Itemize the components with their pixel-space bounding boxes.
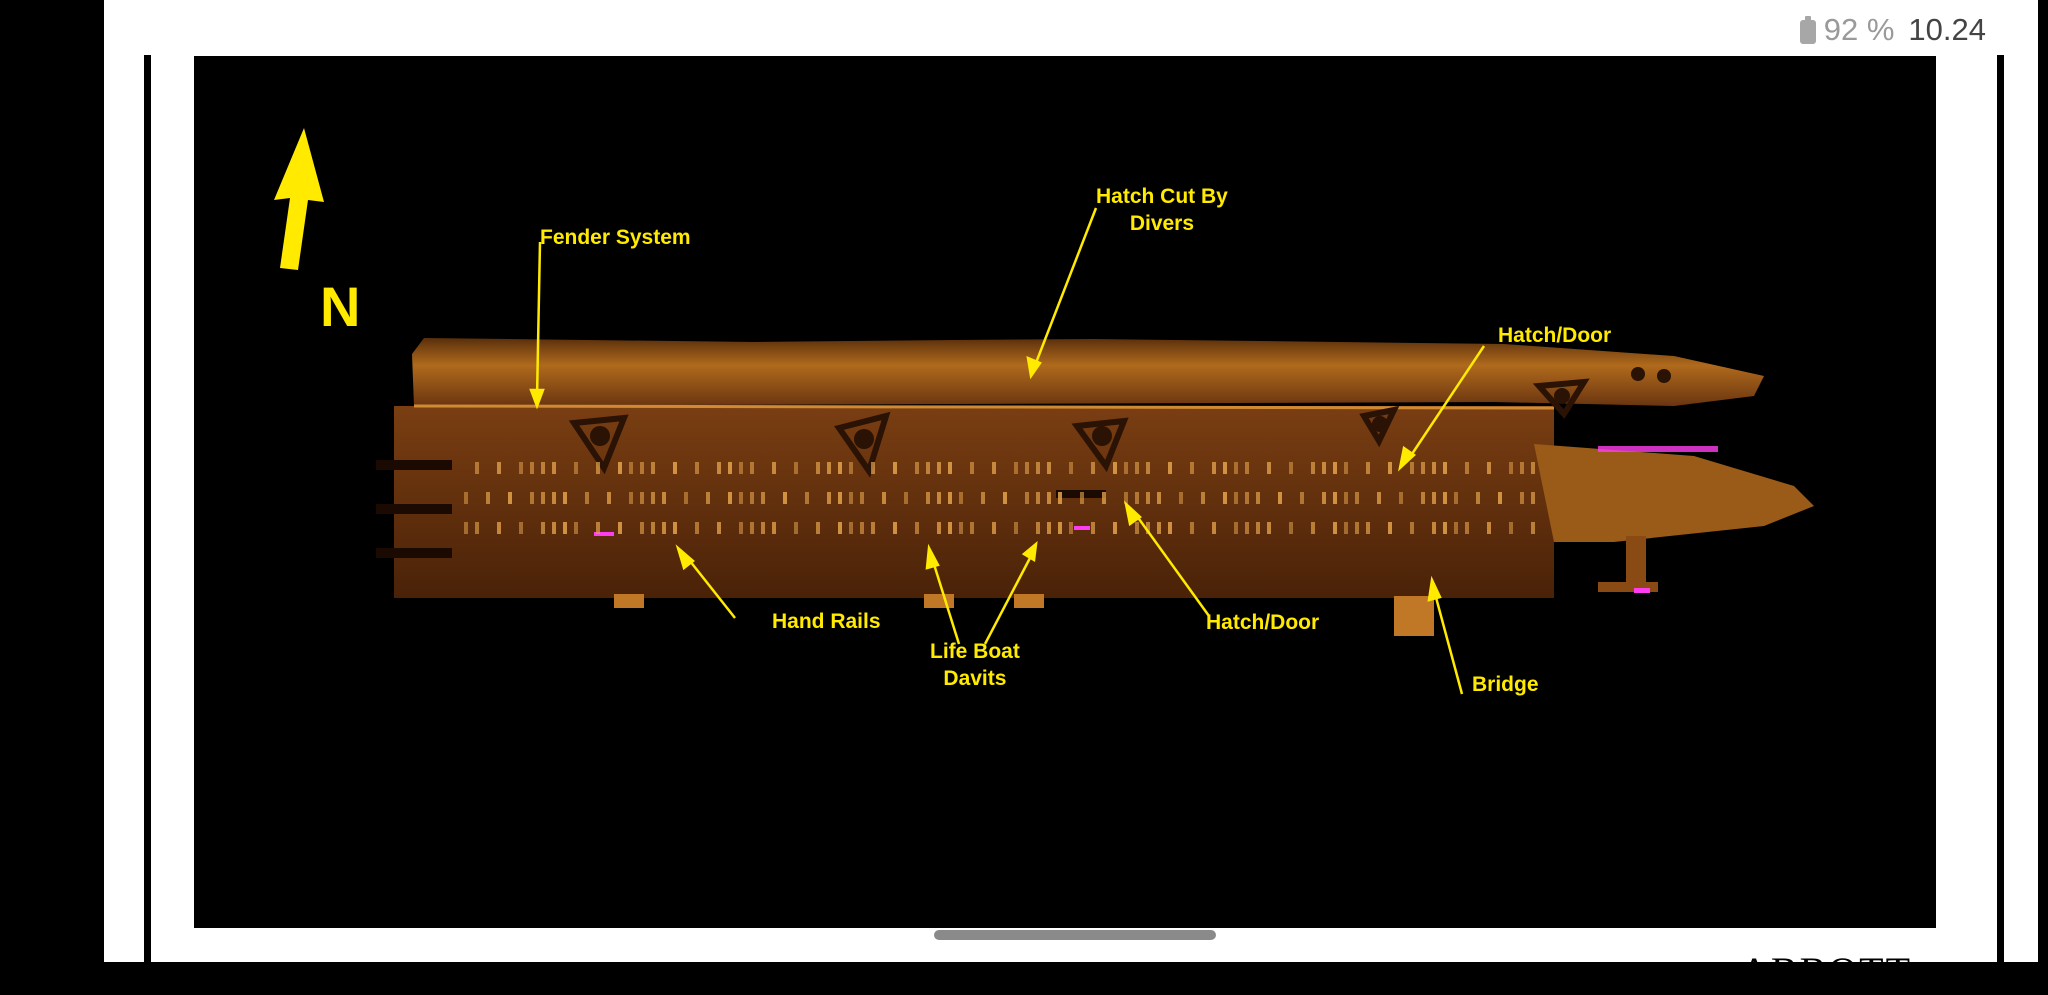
sonar-shipwreck-graphic <box>274 128 1814 695</box>
battery-percent: 92 % <box>1823 12 1895 47</box>
label-bridge: Bridge <box>1472 673 1539 696</box>
sonar-image[interactable]: N Fender System Hatch Cut By Divers Hatc… <box>194 56 1936 928</box>
label-fender-system: Fender System <box>540 226 691 249</box>
label-hatch-door-top: Hatch/Door <box>1498 324 1612 347</box>
horizontal-scrollbar[interactable] <box>934 930 1216 940</box>
label-hatch-cut-line2: Divers <box>1129 212 1195 235</box>
label-hatch-door-mid: Hatch/Door <box>1206 611 1320 634</box>
north-indicator-label: N <box>320 275 361 338</box>
bow-section <box>1534 444 1814 542</box>
clock: 10.24 <box>1908 12 1986 47</box>
status-bar: 92 % 10.24 <box>1799 10 1986 50</box>
label-life-boat-line2: Davits <box>943 667 1007 690</box>
battery-icon <box>1799 16 1816 44</box>
label-life-boat-line1: Life Boat <box>930 640 1020 663</box>
label-hatch-cut-line1: Hatch Cut By <box>1096 185 1228 208</box>
page-header-text: ABBOTT <box>1740 949 1912 994</box>
upper-deck <box>412 338 1764 406</box>
label-hatch-cut: Hatch Cut By Divers <box>1096 183 1228 237</box>
label-hand-rails: Hand Rails <box>772 610 881 633</box>
label-life-boat-davits: Life Boat Davits <box>930 638 1020 692</box>
